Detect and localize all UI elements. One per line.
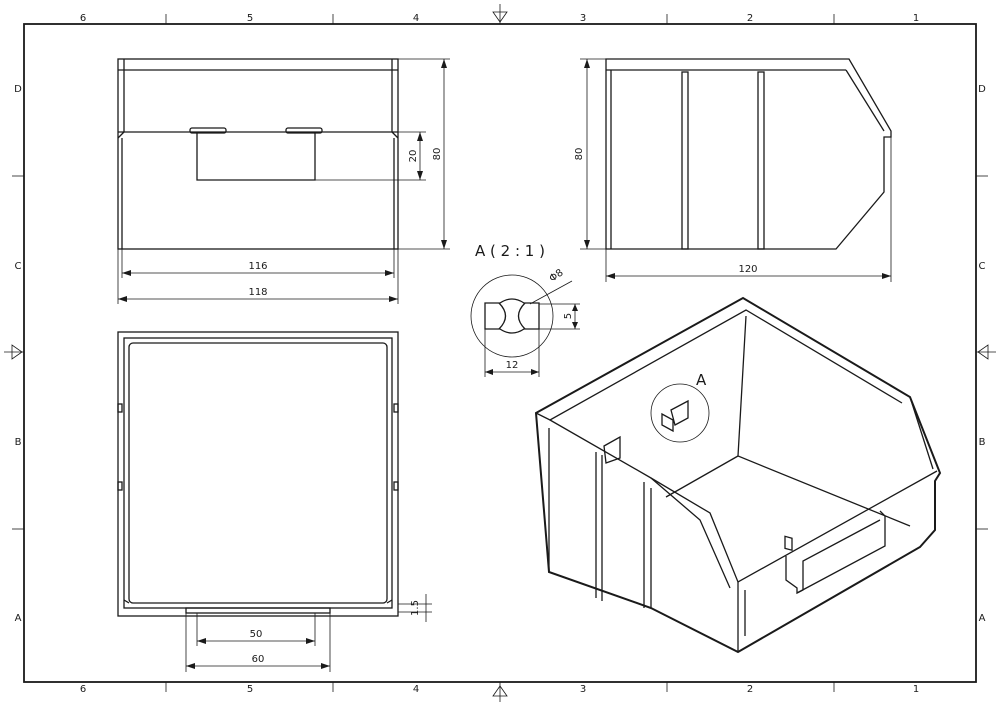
dim-top-tab-inner: 50 <box>250 629 263 640</box>
drawing-border <box>23 23 977 683</box>
dim-front-tab-height: 20 <box>408 150 419 163</box>
dim-detail-height: 5 <box>563 313 574 319</box>
side-view <box>605 58 892 250</box>
detail-view <box>470 274 580 377</box>
side-view-dimensions <box>580 58 892 282</box>
zone-col-3-bottom: 3 <box>580 684 586 695</box>
front-view-dimensions <box>117 58 450 304</box>
zone-row-a-right: A <box>979 613 986 624</box>
dim-top-tab-outer: 60 <box>252 654 265 665</box>
zone-row-c-right: C <box>979 261 986 272</box>
dim-detail-width: 12 <box>506 360 519 371</box>
zone-col-3-top: 3 <box>580 13 586 24</box>
dim-front-width-outer: 118 <box>248 287 267 298</box>
zone-row-d-left: D <box>14 84 22 95</box>
zone-col-5-top: 5 <box>247 13 253 24</box>
top-view <box>117 331 399 617</box>
zone-col-2-bottom: 2 <box>747 684 753 695</box>
zone-row-c-left: C <box>15 261 22 272</box>
detail-view-title: A ( 2 : 1 ) <box>475 242 545 260</box>
zone-col-1-top: 1 <box>913 13 919 24</box>
zone-col-1-bottom: 1 <box>913 684 919 695</box>
zone-col-5-bottom: 5 <box>247 684 253 695</box>
zone-col-4-top: 4 <box>413 13 419 24</box>
dim-top-rim: 1.5 <box>410 600 421 616</box>
dim-detail-diameter: Φ8 <box>548 267 566 284</box>
zone-col-6-top: 6 <box>80 13 86 24</box>
dim-side-height: 80 <box>574 148 585 161</box>
dim-front-width-inner: 116 <box>248 261 267 272</box>
dim-side-length: 120 <box>738 264 757 275</box>
zone-col-2-top: 2 <box>747 13 753 24</box>
zone-row-b-right: B <box>979 437 986 448</box>
zone-col-4-bottom: 4 <box>413 684 419 695</box>
zone-labels-right: D C B A <box>978 84 986 624</box>
front-view <box>117 58 399 250</box>
zone-labels-left: D C B A <box>14 84 22 624</box>
zone-ticks <box>12 14 988 692</box>
iso-detail-marker: A <box>696 371 707 389</box>
zone-row-b-left: B <box>15 437 22 448</box>
isometric-view <box>534 296 942 654</box>
dim-front-height: 80 <box>432 148 443 161</box>
zone-labels-bottom: 6 5 4 3 2 1 <box>80 684 919 695</box>
zone-labels-top: 6 5 4 3 2 1 <box>80 13 919 24</box>
zone-row-a-left: A <box>15 613 22 624</box>
top-view-dimensions <box>185 594 432 672</box>
centering-marks <box>4 4 996 702</box>
zone-col-6-bottom: 6 <box>80 684 86 695</box>
zone-row-d-right: D <box>978 84 986 95</box>
